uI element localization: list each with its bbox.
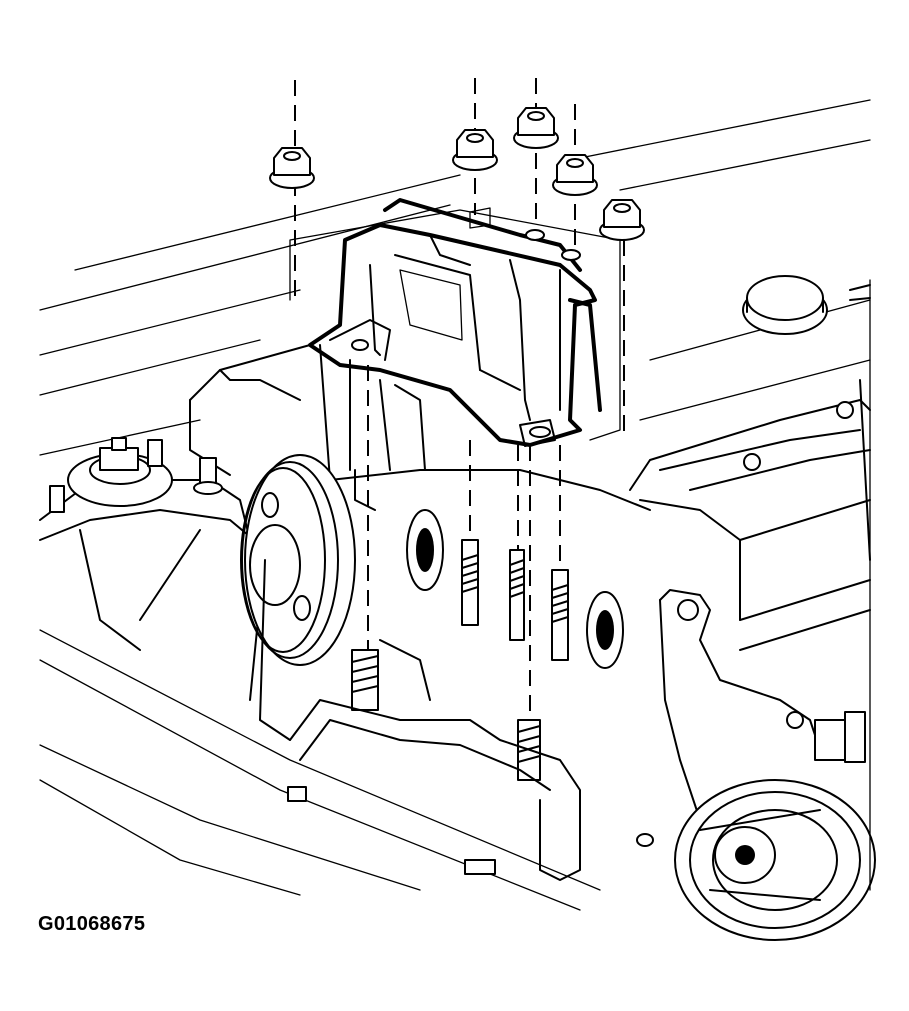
flange-nut-2: [452, 129, 498, 171]
flange-nut-5: [599, 199, 645, 241]
body-frame-lines: [39, 99, 871, 911]
power-steering-pulley: [240, 454, 356, 741]
oil-filler-cap: [742, 275, 871, 335]
crankshaft-pulley: [674, 779, 876, 941]
flange-nut-1: [269, 147, 315, 189]
engine-block-left: [189, 344, 651, 511]
figure-code: G01068675: [38, 913, 146, 935]
mount-studs: [351, 509, 624, 781]
flange-nut-4: [552, 154, 598, 196]
alignment-centerlines: [294, 78, 625, 720]
lower-cradle: [287, 639, 654, 881]
flange-nut-3: [513, 107, 559, 149]
engine-mount-bracket: [308, 198, 602, 447]
right-bracket: [659, 589, 866, 821]
flange-nuts: [269, 107, 645, 241]
strut-tower: [39, 437, 261, 701]
mount-plate-outline: [289, 209, 621, 441]
valve-cover-right: [629, 379, 871, 651]
